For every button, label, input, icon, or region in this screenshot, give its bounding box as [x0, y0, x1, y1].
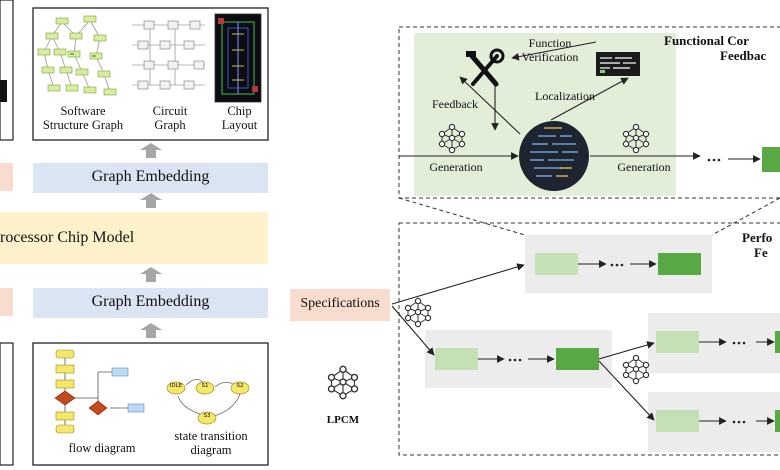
- generation-left-label: Generation: [429, 160, 483, 174]
- functional-correctness-box: [398, 26, 780, 199]
- chip-layout-image: [214, 13, 262, 103]
- lpcm-label: LPCM: [326, 414, 360, 426]
- performance-box: [398, 222, 780, 456]
- generation-right-label: Generation: [617, 160, 671, 174]
- state-node-s2: S2: [236, 383, 244, 389]
- ellipsis-dots: [508, 158, 746, 424]
- left-edge-band-bottom: [0, 288, 13, 316]
- state-transition-diagram-image: [166, 379, 250, 425]
- graph-embedding-band-bottom: [33, 288, 268, 318]
- state-node-s3: S3: [203, 413, 211, 419]
- flow-diagram-image: [54, 349, 145, 434]
- zoom-connector-lines: [398, 197, 780, 236]
- performance-title: Perfo Fe: [742, 230, 773, 260]
- code-globe-icon: [519, 121, 589, 191]
- circuit-graph-label: Circuit Graph: [152, 104, 188, 133]
- specifications-band: [290, 289, 390, 321]
- neural-network-icon: [404, 297, 432, 328]
- localization-label: Localization: [535, 89, 595, 103]
- tools-icon: [466, 48, 505, 87]
- software-structure-graph-label: Software Structure Graph: [42, 104, 124, 133]
- software-structure-graph: [37, 15, 117, 96]
- flow-arrows: [391, 41, 775, 425]
- circuit-graph: [132, 20, 205, 90]
- left-edge-box-bottom: [0, 342, 14, 466]
- graph-embedding-bottom-label: Graph Embedding: [91, 293, 210, 310]
- terminal-icon: [596, 52, 640, 76]
- graph-embedding-band-top: [33, 163, 268, 193]
- left-edge-box-top: [0, 0, 14, 141]
- flow-diagram-label: flow diagram: [68, 441, 136, 455]
- lpcm-icon: [327, 365, 359, 400]
- graph-embedding-top-label: Graph Embedding: [91, 168, 210, 185]
- processor-chip-model-band: [0, 212, 268, 264]
- diagram-types-box: [32, 342, 269, 466]
- state-node-idle: IDLE: [169, 383, 183, 389]
- neural-network-icon: [622, 354, 650, 385]
- left-edge-marker: [0, 80, 7, 102]
- state-transition-label: state transition diagram: [174, 429, 248, 458]
- green-blocks: [435, 147, 780, 432]
- processor-chip-model-label: rocessor Chip Model: [0, 229, 135, 246]
- specifications-label: Specifications: [300, 296, 380, 311]
- upward-arrows: [140, 143, 162, 338]
- feedback-label: Feedback: [432, 97, 478, 111]
- state-node-s1: S1: [201, 383, 209, 389]
- function-verification-label: Function Verification: [521, 36, 579, 64]
- functional-correctness-title: Functional Cor Feedbac: [664, 33, 767, 63]
- left-edge-band-top: [0, 163, 13, 191]
- chip-layout-label: Chip Layout: [221, 104, 258, 133]
